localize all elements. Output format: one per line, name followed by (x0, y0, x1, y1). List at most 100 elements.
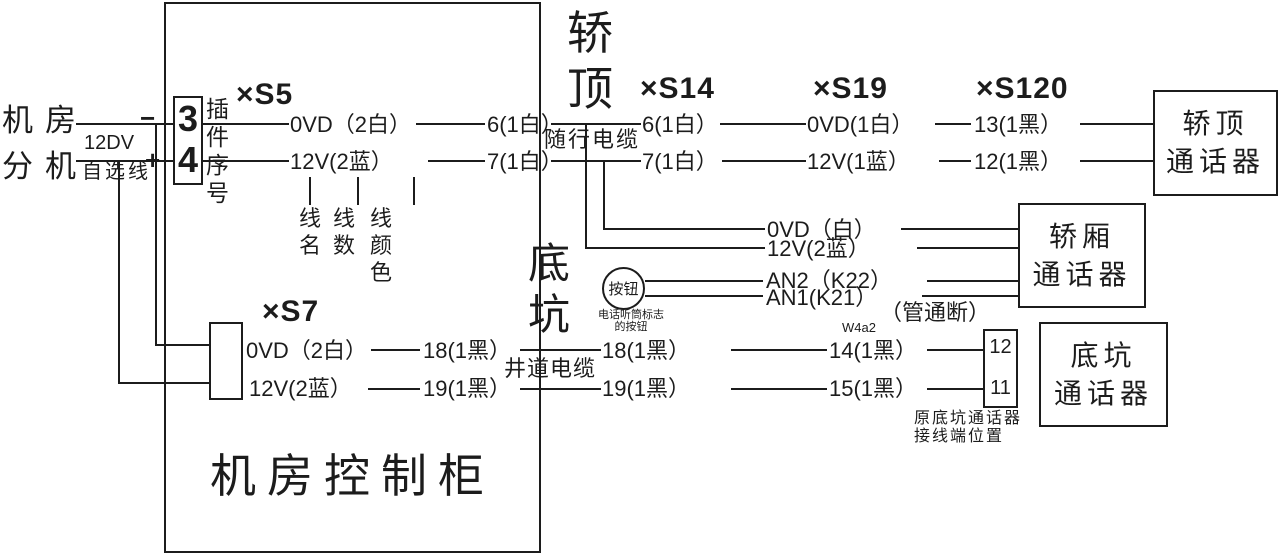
wire-row3-seg-d (927, 349, 983, 351)
pit-terminal-block (983, 329, 1018, 408)
legend-leader-3 (413, 177, 415, 205)
wire-row1-seg-e (720, 123, 806, 125)
pit-terminal-note-line2: 接线端位置 (914, 428, 1005, 445)
wire-note-label: 自选线 (82, 161, 151, 183)
car-intercom-box (1018, 203, 1146, 308)
an2-wire-seg-a (645, 280, 763, 282)
wire-row3-seg-a (371, 349, 420, 351)
s7-row2-name: 12V(2蓝） (249, 376, 352, 401)
pit-intercom-title-line2: 通话器 (1053, 379, 1153, 410)
s5-row2-name: 12V(2蓝） (290, 149, 393, 174)
button-circle: 按钮 (602, 267, 645, 310)
legend-wire-count: 线数 (332, 206, 355, 258)
wire-row3-seg-c (731, 349, 827, 351)
legend-wire-name: 线名 (298, 206, 321, 258)
shaft-row1: 18(1黑） (602, 338, 691, 363)
cartop-intercom-box (1153, 90, 1278, 196)
s5-terminal-note: 插件序号 (206, 97, 229, 207)
wire-row2-seg-a (76, 160, 173, 162)
car-branch-vert-2 (603, 161, 605, 230)
pit-intercom-title-line1: 底坑 (1070, 341, 1137, 372)
an1-wire-seg-a (645, 295, 763, 297)
s7-row1-name: 0VD（2白） (246, 338, 368, 363)
wire-row2-seg-f (939, 160, 971, 162)
shaft-cable-label: 井道电缆 (504, 356, 597, 381)
s120-row1: 13(1黑） (974, 112, 1063, 137)
s120-row2: 12(1黑） (974, 149, 1063, 174)
car-intercom-title-line1: 轿厢 (1048, 222, 1115, 253)
legend-wire-color: 线颜色 (369, 206, 392, 285)
an1-wire-seg-b (922, 295, 1018, 297)
machine-room-station-line2: 分机 (2, 149, 88, 184)
wire-row4-seg-c (731, 388, 827, 390)
s7-header: ×S7 (262, 295, 320, 328)
button-label: 按钮 (608, 282, 639, 298)
wire-row2-seg-g (1080, 160, 1154, 162)
s5-row1-name: 0VD（2白） (290, 112, 412, 137)
branch-positive-vert (118, 161, 120, 384)
wire-row2-seg-c (428, 160, 485, 162)
s7-row1-wire: 18(1黑） (423, 338, 512, 363)
s19-header: ×S19 (813, 72, 888, 105)
car-wire-0vd: 0VD（白） (767, 217, 876, 242)
s7-connector-box (209, 322, 243, 400)
w4a2-label: W4a2 (842, 320, 876, 335)
shaft-row2: 19(1黑） (602, 376, 691, 401)
wire-row1-seg-a (76, 123, 173, 125)
s14-header: ×S14 (640, 72, 715, 105)
pit-terminal-12: 12 (989, 336, 1012, 358)
s5-header: ×S5 (236, 78, 294, 111)
zone-cartop-label: 轿顶 (567, 8, 613, 116)
branch-positive-horiz (118, 382, 211, 384)
voltage-label: 12DV (84, 132, 135, 154)
pit-terminal-11: 11 (990, 377, 1011, 399)
s14-row2: 7(1白） (642, 149, 718, 174)
wire-row3-seg-b (520, 349, 601, 351)
button-note-line1: 电话听筒标志 (598, 309, 664, 321)
s5-terminal-box (173, 96, 203, 185)
cabinet-box (164, 2, 541, 553)
s5-terminal-3: 3 (177, 98, 199, 139)
car-wire-an2: AN2（K22） (766, 268, 892, 293)
car-branch-vert-1 (585, 124, 587, 249)
car-intercom-title-line2: 通话器 (1032, 260, 1132, 291)
wire-row1-seg-g (1080, 123, 1154, 125)
wire-row2-seg-d (551, 160, 641, 162)
an2-wire-seg-b (927, 280, 1018, 282)
machine-room-station-line1: 机房 (2, 103, 88, 138)
cartop-intercom-title-line1: 轿顶 (1182, 109, 1249, 140)
car-branch-horiz-12v (585, 247, 765, 249)
button-note-line2: 的按钮 (614, 321, 648, 333)
wire-row1-seg-f (935, 123, 971, 125)
wire-row4-seg-d (927, 388, 983, 390)
pit-terminal-note-line1: 原底坑通话器 (914, 410, 1023, 427)
wire-row2-seg-b (203, 160, 289, 162)
cabinet-title: 机房控制柜 (210, 451, 495, 502)
traveling-cable-label: 随行电缆 (544, 127, 641, 152)
cartop-intercom-title-line2: 通话器 (1165, 147, 1265, 178)
minus-sign: − (140, 103, 156, 133)
car-wire-an1: AN1(K21） (766, 285, 878, 310)
wire-row1-seg-d (551, 123, 641, 125)
s19-row1: 0VD(1白） (807, 112, 914, 137)
zone-pit-label: 底坑 (527, 242, 570, 340)
s19-row2: 12V(1蓝） (807, 149, 910, 174)
wire-row2-seg-e (722, 160, 806, 162)
car-wire-12v-seg (917, 247, 1018, 249)
branch-negative-horiz (155, 344, 211, 346)
wire-row4-seg-b (520, 388, 601, 390)
car-wire-0vd-seg (901, 228, 1018, 230)
s5-row1-wire: 6(1白） (487, 112, 563, 137)
pit-intercom-box (1039, 322, 1168, 427)
wire-row4-seg-a (368, 388, 420, 390)
s5-row2-wire: 7(1白） (487, 149, 563, 174)
shaft-row1-end: 14(1黑） (829, 338, 918, 363)
s7-row2-wire: 19(1黑） (423, 376, 512, 401)
car-wire-12v: 12V(2蓝） (767, 236, 870, 261)
s14-row1: 6(1白） (642, 112, 718, 137)
car-branch-horiz-0vd (603, 228, 765, 230)
legend-leader-2 (357, 177, 359, 205)
wire-row1-seg-b (203, 123, 289, 125)
s120-header: ×S120 (976, 72, 1069, 105)
